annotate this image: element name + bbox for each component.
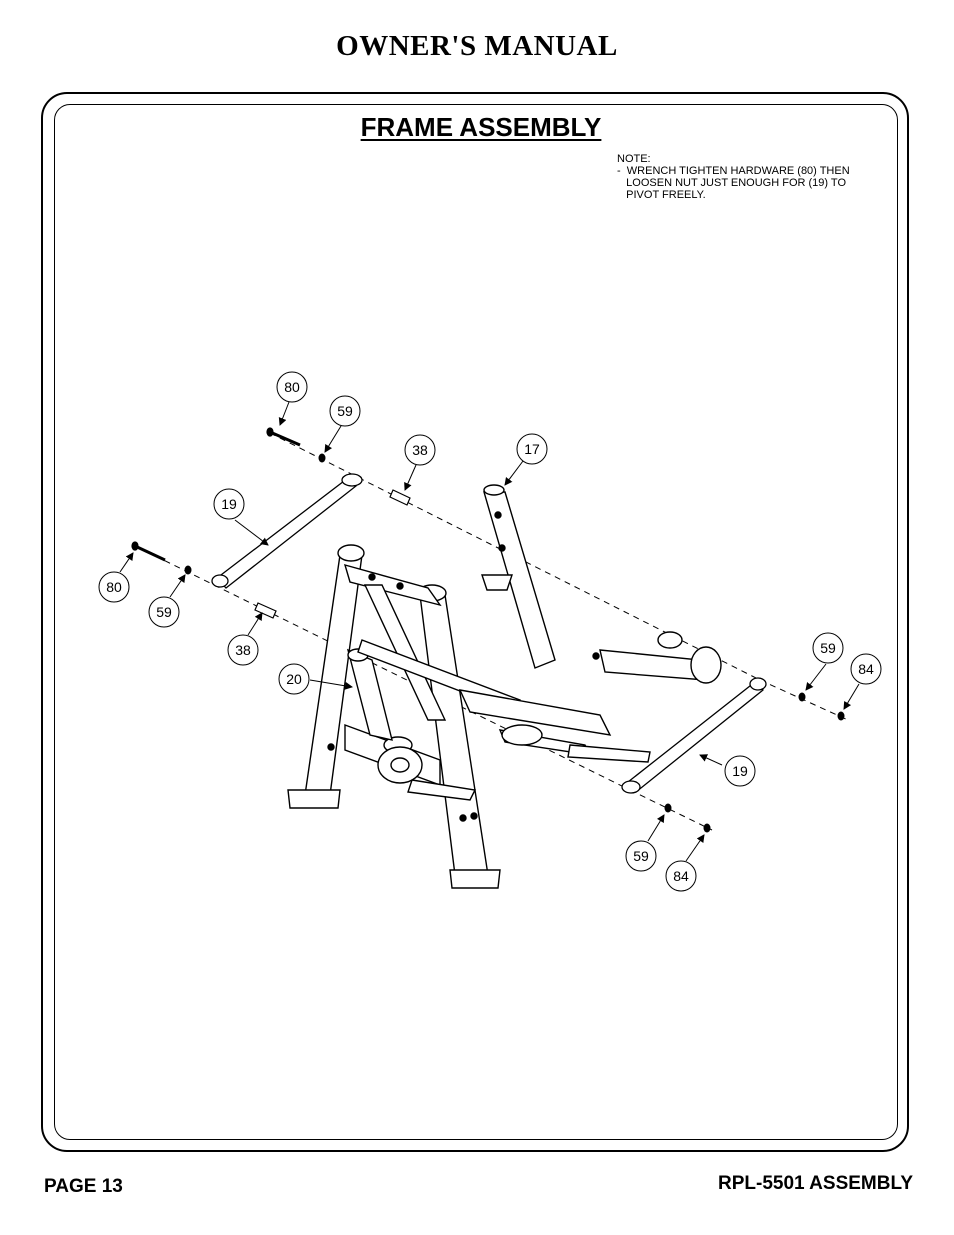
svg-text:84: 84 [858,661,874,677]
note-line-3: PIVOT FREELY. [617,189,706,201]
note-line-2: LOOSEN NUT JUST ENOUGH FOR (19) TO [617,177,847,189]
callout-84-bottom: 84 [665,860,697,892]
lower-nut-59 [184,565,192,575]
callout-80-upper: 80 [276,371,308,403]
callout-20: 20 [278,663,310,695]
svg-text:59: 59 [820,640,836,656]
callout-17: 17 [516,433,548,465]
svg-text:84: 84 [673,868,689,884]
svg-text:59: 59 [156,604,172,620]
upper-spacer-38 [389,489,411,506]
callout-19-upper: 19 [213,488,245,520]
right-nuts [664,692,845,833]
upper-bolt-80 [266,427,301,447]
lower-bolt-80 [131,541,166,562]
svg-text:80: 80 [106,579,122,595]
svg-text:59: 59 [633,848,649,864]
lower-spacer-38 [254,602,277,619]
lower-link-19 [621,677,767,794]
callout-84-right: 84 [850,653,882,685]
page-number: PAGE 13 [44,1176,123,1197]
svg-text:38: 38 [412,442,428,458]
callout-38-upper: 38 [404,434,436,466]
callout-59-bottom: 59 [625,840,657,872]
svg-text:19: 19 [732,763,748,779]
svg-text:59: 59 [337,403,353,419]
section-title: FRAME ASSEMBLY [360,112,602,142]
callout-80-lower: 80 [98,571,130,603]
note-line-1: - WRENCH TIGHTEN HARDWARE (80) THEN [617,165,850,177]
callout-19-lower: 19 [724,755,756,787]
svg-text:17: 17 [524,441,540,457]
outer-border [41,92,909,1152]
inner-border [54,104,898,1140]
svg-text:19: 19 [221,496,237,512]
callout-59-lower: 59 [148,596,180,628]
manual-title: OWNER'S MANUAL [336,30,618,62]
callout-59-right: 59 [812,632,844,664]
svg-text:80: 80 [284,379,300,395]
leader-lines [119,401,860,862]
upper-link-19 [211,473,363,589]
main-frame [287,484,722,889]
svg-text:38: 38 [235,642,251,658]
svg-text:20: 20 [286,671,302,687]
assembly-note: NOTE: - WRENCH TIGHTEN HARDWARE (80) THE… [617,153,897,201]
document-name: RPL-5501 ASSEMBLY [718,1173,913,1194]
upper-nut-59 [318,453,326,463]
callout-38-lower: 38 [227,634,259,666]
note-label: NOTE: [617,153,651,165]
callout-59-upper: 59 [329,395,361,427]
